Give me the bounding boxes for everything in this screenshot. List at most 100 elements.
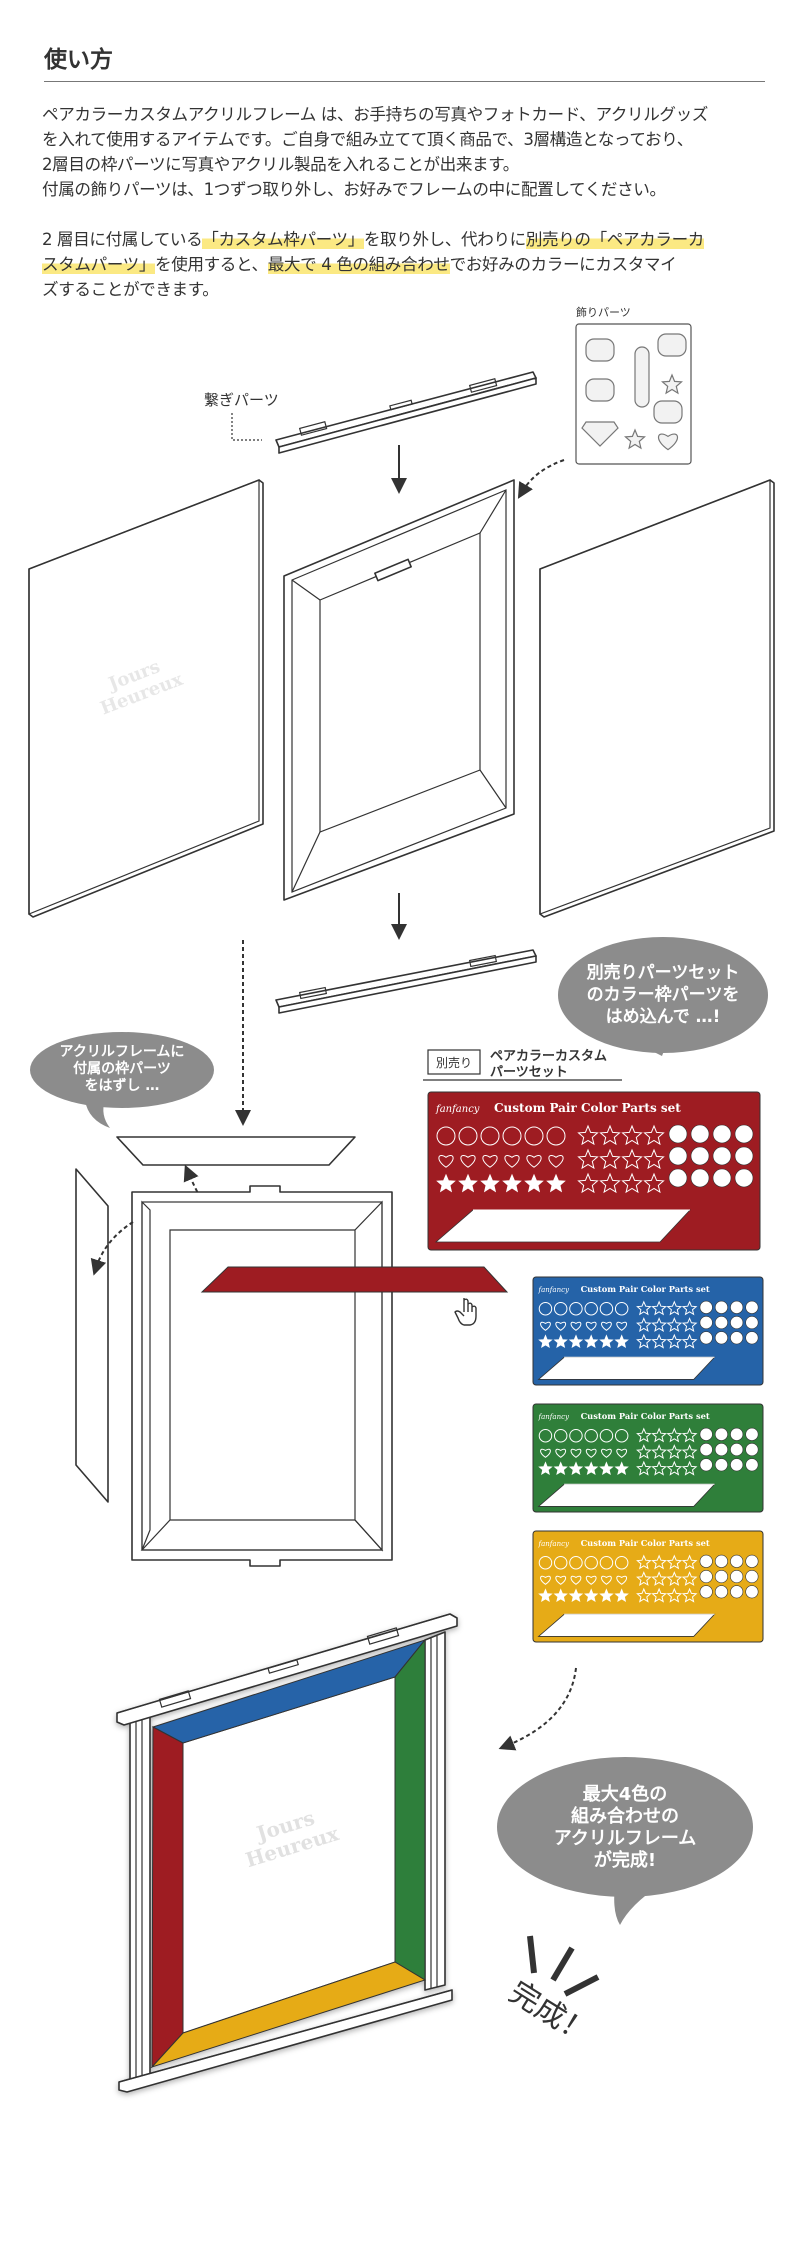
flower-icon xyxy=(657,333,687,357)
star-icon xyxy=(584,1588,599,1603)
badge-text: 別売り xyxy=(436,1055,472,1070)
circle-shape xyxy=(614,1555,629,1570)
circle-shape xyxy=(584,1428,598,1443)
star-icon xyxy=(651,1333,667,1349)
ornament-shape xyxy=(714,1458,728,1472)
star-icon xyxy=(636,1571,652,1586)
star-icon xyxy=(651,1427,667,1443)
bubble-text: をはずし … xyxy=(85,1077,160,1094)
star-icon xyxy=(584,1334,599,1349)
ornament-shape xyxy=(690,1146,710,1166)
green-frame-right xyxy=(394,1638,426,1981)
text: 2 層目に付属している xyxy=(42,230,203,249)
ornament-shape xyxy=(730,1300,744,1314)
ornament-shape xyxy=(745,1458,759,1472)
brand-logo: fanfancy xyxy=(538,1413,570,1421)
circle-shape xyxy=(546,1126,566,1146)
custom-line: 2 層目に付属している「カスタム枠パーツ」を取り外し、代わりに別売りの「ペアカラ… xyxy=(42,227,704,252)
heart-icon xyxy=(601,1321,612,1331)
front-panel xyxy=(539,479,775,918)
middle-frame-layer xyxy=(283,479,515,901)
star-icon xyxy=(643,1148,665,1170)
ornament-shape xyxy=(712,1168,732,1188)
star-icon xyxy=(681,1427,698,1443)
ornament-shape xyxy=(714,1585,728,1599)
ornament-shape xyxy=(730,1316,744,1330)
ornament-shape xyxy=(690,1124,710,1144)
parts-sheet-blue: fanfancy Custom Pair Color Parts set xyxy=(532,1276,764,1386)
star-icon xyxy=(553,1461,568,1476)
star-icon xyxy=(599,1124,621,1146)
ornament-shape xyxy=(699,1427,713,1441)
with-icon xyxy=(653,400,683,424)
parts-set-title: ペアカラーカスタム xyxy=(490,1049,607,1064)
star-icon xyxy=(599,1148,621,1170)
bubble-text: が完成! xyxy=(594,1849,656,1871)
title-divider xyxy=(44,81,765,82)
circle-shape xyxy=(502,1126,522,1146)
heart-icon xyxy=(460,1155,476,1168)
star-icon xyxy=(599,1461,614,1476)
heart-icon xyxy=(548,1155,564,1168)
heart-icon xyxy=(585,1448,597,1458)
star-icon xyxy=(584,1461,599,1476)
circle-shape xyxy=(524,1126,544,1146)
frame-bottom-piece xyxy=(537,1613,716,1637)
ornament-shape xyxy=(730,1331,744,1345)
star-icon xyxy=(643,1124,665,1146)
star-icon xyxy=(666,1460,683,1476)
heart-icon xyxy=(585,1575,597,1585)
star-icon xyxy=(538,1334,553,1349)
ornament-shape xyxy=(699,1585,713,1599)
ornament-shape xyxy=(730,1554,744,1568)
star-icon xyxy=(624,428,646,450)
back-panel: Jours Heureux xyxy=(28,479,264,918)
heart-icon xyxy=(555,1321,567,1331)
circle-shape xyxy=(553,1555,568,1570)
ornament-shape xyxy=(730,1427,744,1441)
star-icon xyxy=(553,1588,568,1603)
highlight: スタムパーツ」 xyxy=(42,255,156,274)
circle-shape xyxy=(599,1555,614,1570)
ornament-shape xyxy=(714,1316,728,1330)
star-icon xyxy=(666,1587,683,1603)
custom-line: ズすることができます。 xyxy=(42,280,219,299)
brand-logo: fanfancy xyxy=(538,1286,570,1294)
ornament-shape xyxy=(699,1458,713,1472)
bubble-text: アクリルフレーム xyxy=(554,1828,697,1849)
star-icon xyxy=(636,1300,652,1316)
custom-paragraph: 2 層目に付属している「カスタム枠パーツ」を取り外し、代わりに別売りの「ペアカラ… xyxy=(42,227,704,302)
star-icon xyxy=(651,1554,667,1570)
color-frame-piece xyxy=(200,1266,509,1293)
bottom-connector-part xyxy=(275,949,537,1014)
ornament-shape xyxy=(745,1443,759,1457)
star-icon xyxy=(577,1148,599,1170)
bubble-text: 組み合わせの xyxy=(571,1805,679,1827)
star-icon xyxy=(681,1554,698,1570)
middle-frame-open xyxy=(131,1185,393,1567)
star-icon xyxy=(553,1334,568,1349)
bubble-text: アクリルフレームに xyxy=(60,1044,185,1060)
ornament-shape xyxy=(714,1443,728,1457)
star-icon xyxy=(458,1173,478,1193)
ornament-shape xyxy=(734,1124,754,1144)
ornament-shapes xyxy=(581,333,687,451)
heart-icon xyxy=(570,1575,582,1585)
heart-icon xyxy=(526,1155,542,1168)
star-icon xyxy=(614,1588,629,1603)
star-icon xyxy=(538,1588,553,1603)
ornament-shape xyxy=(745,1331,759,1345)
sheet-title: Custom Pair Color Parts set xyxy=(581,1284,710,1294)
sheet-title: Custom Pair Color Parts set xyxy=(581,1411,710,1421)
star-icon xyxy=(621,1148,643,1170)
ornament-shape xyxy=(745,1316,759,1330)
circle-shape xyxy=(584,1555,598,1570)
heart-icon xyxy=(657,433,679,451)
star-icon xyxy=(546,1173,566,1193)
ornament-shape xyxy=(712,1146,732,1166)
diamond-icon xyxy=(581,421,619,447)
heart-icon xyxy=(482,1155,498,1168)
circle-shape xyxy=(584,1301,598,1316)
